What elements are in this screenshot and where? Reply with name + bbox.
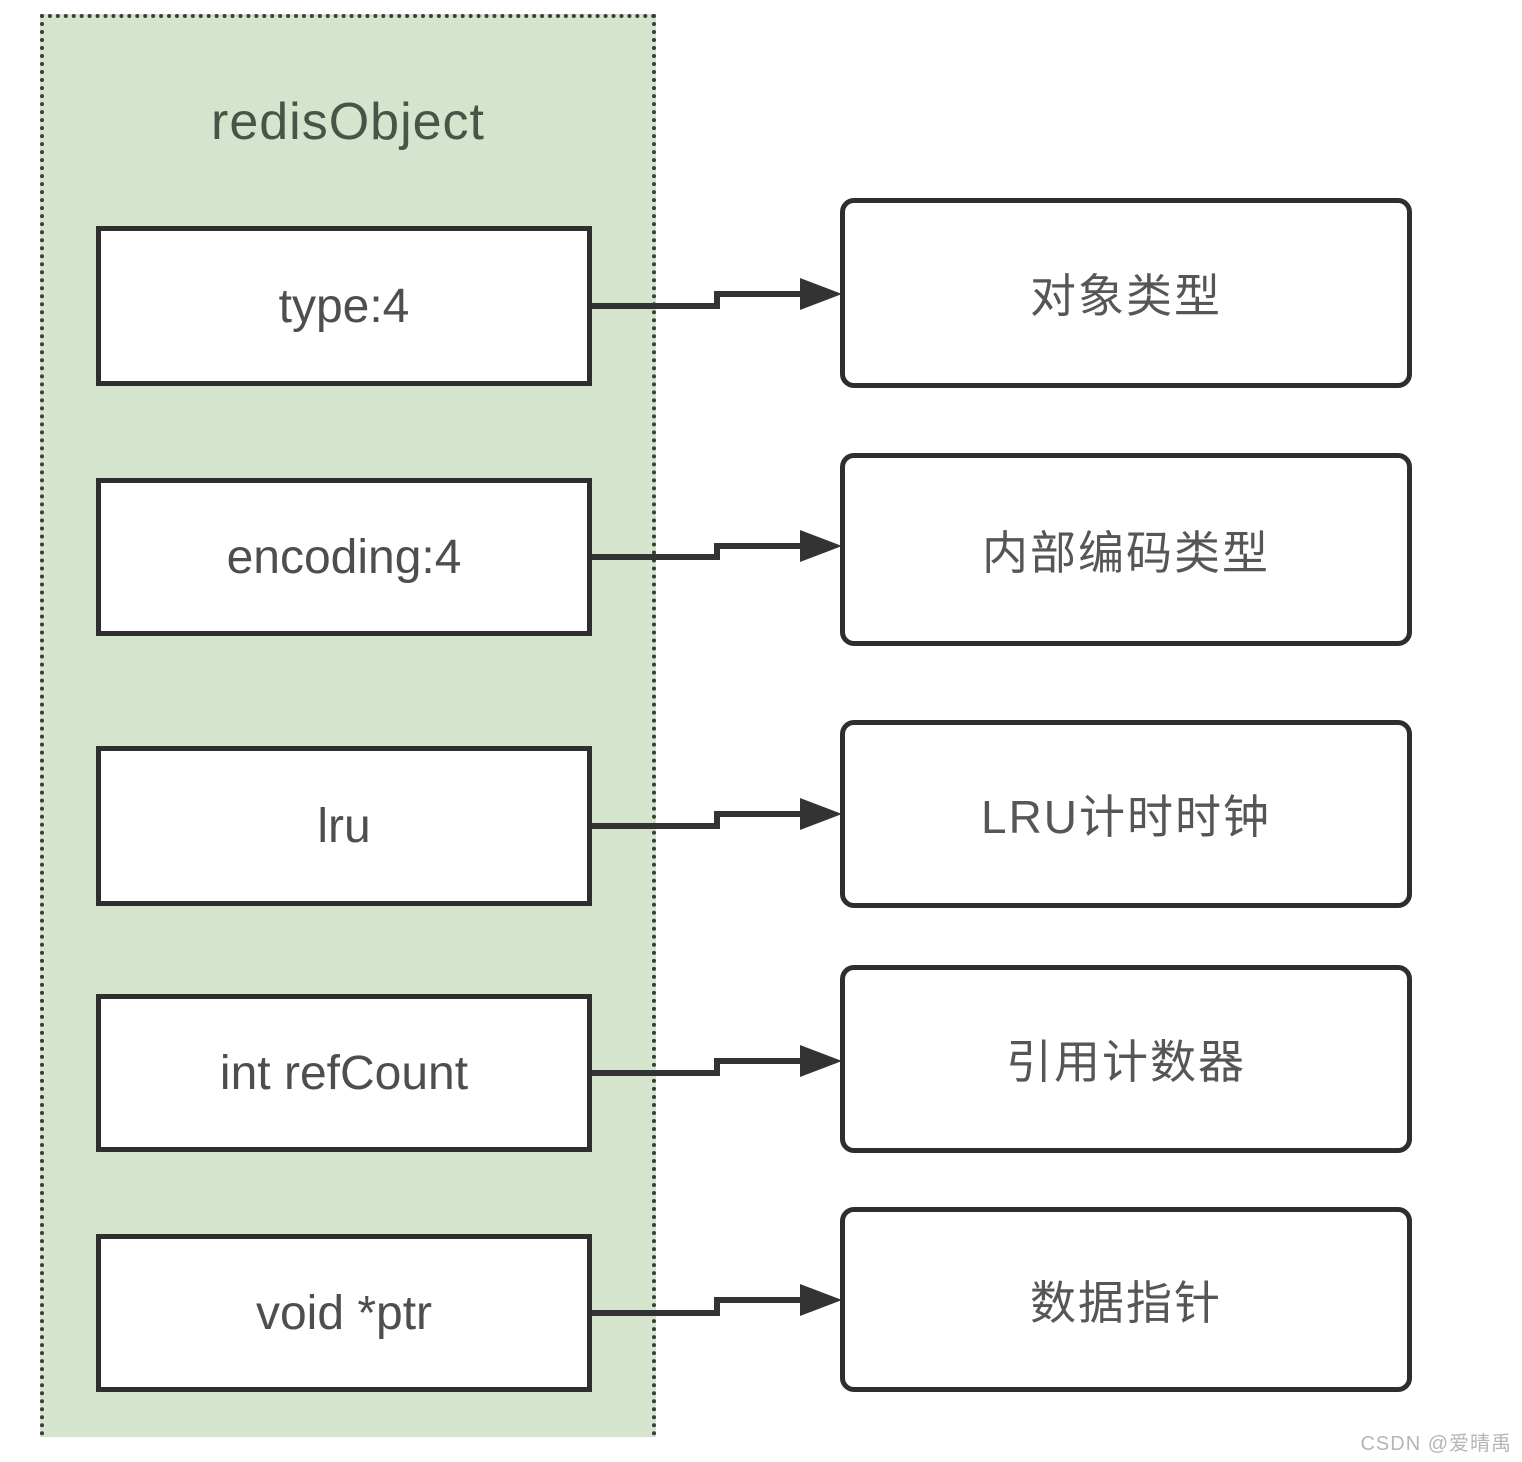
arrowhead-icon: [800, 278, 842, 310]
field-label-encoding: encoding:4: [226, 530, 462, 584]
field-box-type: type:4: [96, 226, 592, 386]
watermark: CSDN @爱晴禹: [1360, 1433, 1512, 1455]
desc-label-data-pointer: 数据指针: [1030, 1276, 1222, 1329]
arrowhead-icon: [800, 1284, 842, 1316]
struct-title: redisObject: [211, 93, 485, 151]
desc-box-object-type: 对象类型: [840, 198, 1412, 388]
field-label-type: type:4: [278, 279, 410, 333]
field-box-ptr: void *ptr: [96, 1234, 592, 1392]
desc-box-encoding-type: 内部编码类型: [840, 453, 1412, 646]
field-label-ptr: void *ptr: [255, 1286, 433, 1340]
desc-label-ref-counter: 引用计数器: [1006, 1036, 1246, 1088]
desc-box-ref-counter: 引用计数器: [840, 965, 1412, 1153]
desc-label-object-type: 对象类型: [1030, 270, 1222, 322]
arrowhead-icon: [800, 530, 842, 562]
desc-box-lru-clock: LRU计时时钟: [840, 720, 1412, 908]
desc-box-data-pointer: 数据指针: [840, 1207, 1412, 1392]
field-box-lru: lru: [96, 746, 592, 906]
arrowhead-icon: [800, 798, 842, 830]
field-box-refcount: int refCount: [96, 994, 592, 1152]
desc-label-lru-clock: LRU计时时钟: [980, 791, 1272, 843]
field-label-refcount: int refCount: [219, 1046, 469, 1100]
desc-label-encoding-type: 内部编码类型: [982, 526, 1270, 579]
field-box-encoding: encoding:4: [96, 478, 592, 636]
field-label-lru: lru: [317, 799, 371, 853]
arrowhead-icon: [800, 1045, 842, 1077]
